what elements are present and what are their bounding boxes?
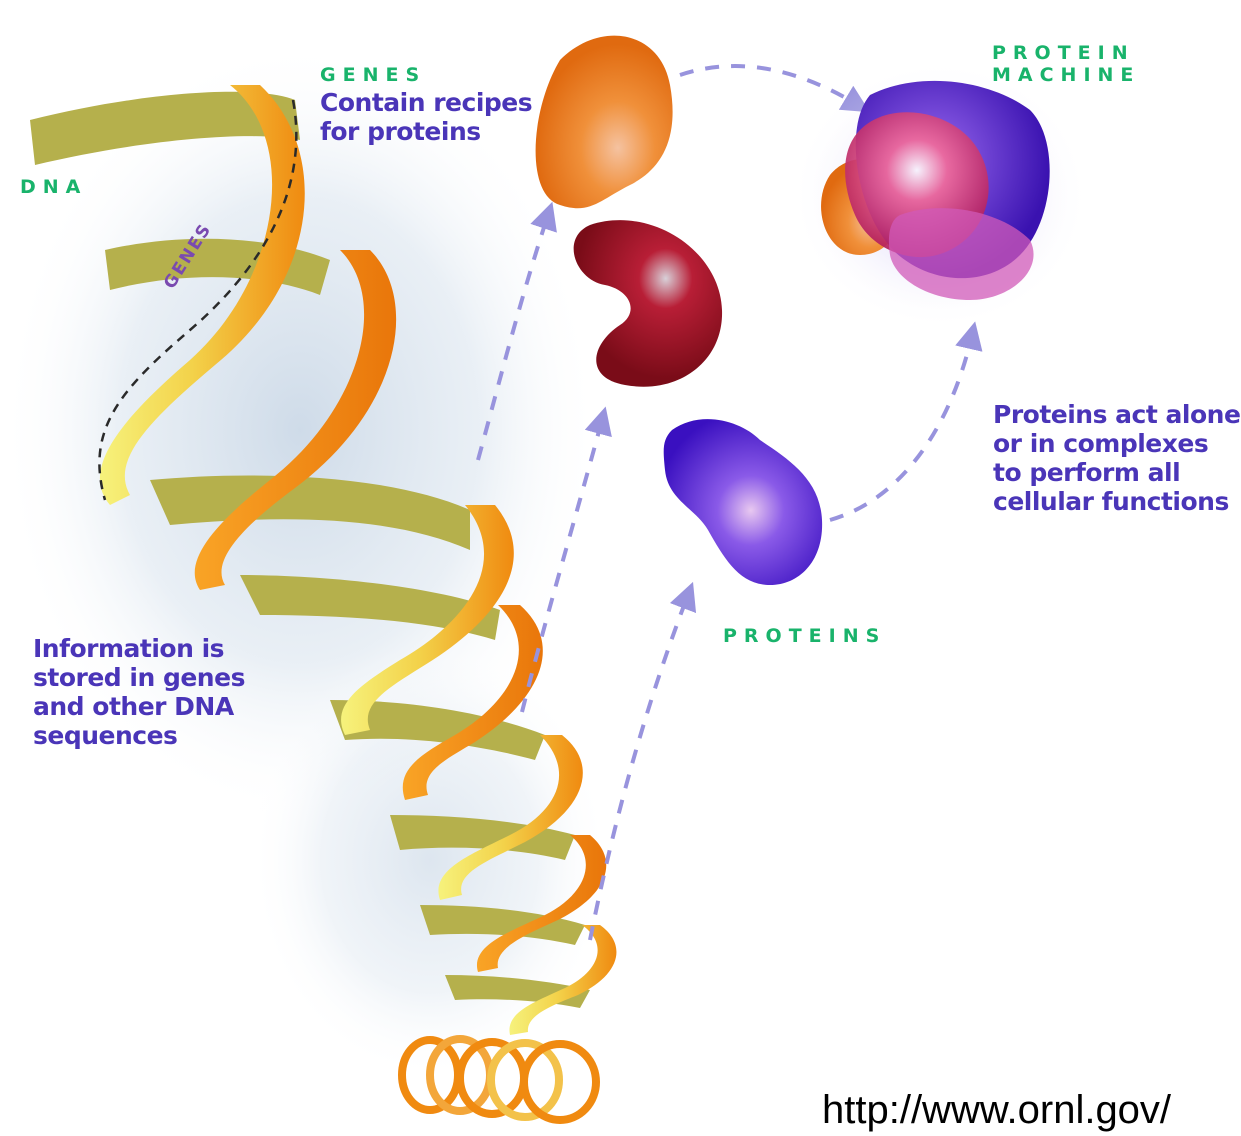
genes-desc-line-1: Contain recipes (320, 88, 532, 117)
protein-machine-line-1: PROTEIN (992, 42, 1140, 64)
genes-desc-line-2: for proteins (320, 117, 532, 146)
arrow-to-machine-top (680, 66, 858, 105)
proteins-label: PROTEINS (723, 625, 886, 647)
proteins-act-line-4: cellular functions (993, 487, 1240, 516)
protein-orange (536, 36, 673, 209)
information-line-4: sequences (33, 721, 245, 750)
arrow-to-machine-bottom (830, 335, 972, 520)
information-text: Information is stored in genes and other… (33, 634, 245, 750)
proteins-act-text: Proteins act alone or in complexes to pe… (993, 400, 1240, 516)
proteins-act-line-2: or in complexes (993, 429, 1240, 458)
information-line-1: Information is (33, 634, 245, 663)
genes-heading: GENES (320, 64, 426, 86)
proteins-act-line-3: to perform all (993, 458, 1240, 487)
protein-red (574, 220, 722, 387)
dna-label: DNA (20, 176, 87, 198)
proteins-act-line-1: Proteins act alone (993, 400, 1240, 429)
genes-description: Contain recipes for proteins (320, 88, 532, 146)
information-line-3: and other DNA (33, 692, 245, 721)
protein-blue (664, 419, 822, 585)
information-line-2: stored in genes (33, 663, 245, 692)
helix-shadow-lower (250, 640, 610, 1080)
protein-machine-line-2: MACHINE (992, 64, 1140, 86)
protein-machine-label: PROTEIN MACHINE (992, 42, 1140, 86)
source-url[interactable]: http://www.ornl.gov/ (822, 1088, 1171, 1133)
protein-machine (790, 60, 1090, 330)
